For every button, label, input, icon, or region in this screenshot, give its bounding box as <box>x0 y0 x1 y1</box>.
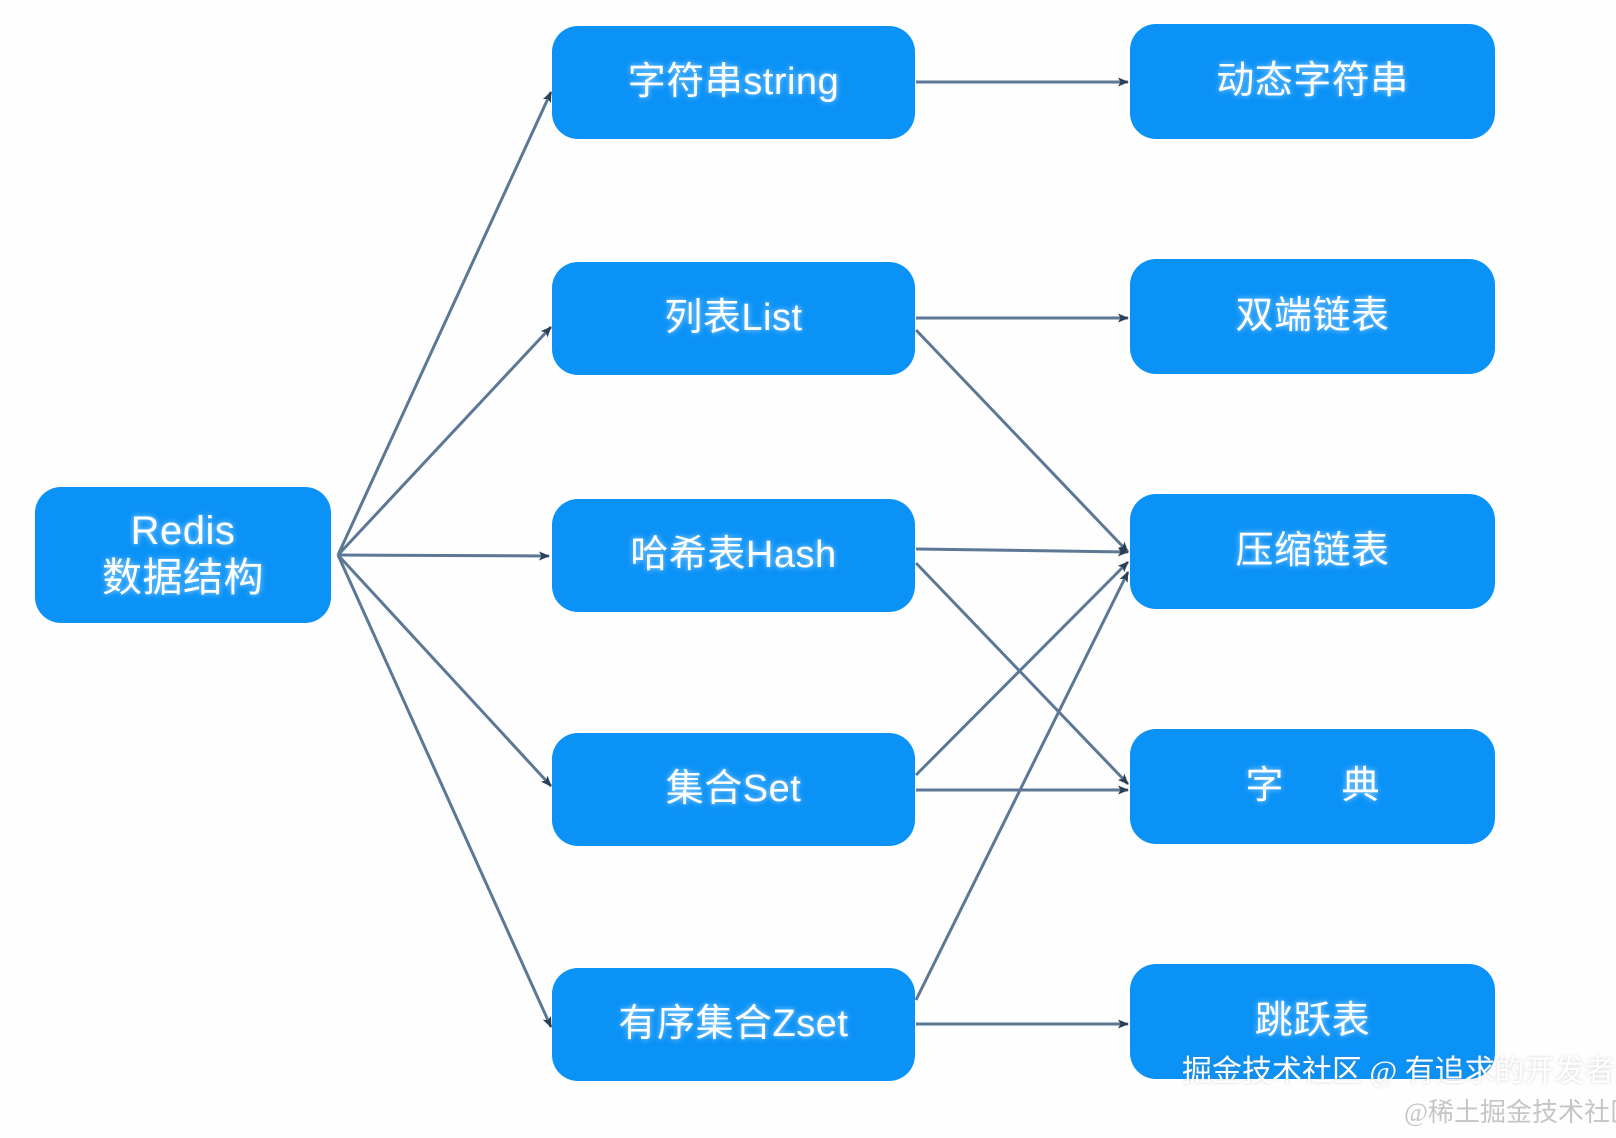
edge-set-to-ziplist <box>914 560 1130 777</box>
node-redis-root[interactable]: Redis 数据结构 <box>35 487 331 623</box>
edge-list-to-ziplist <box>914 328 1130 554</box>
edge-zset-to-ziplist <box>914 571 1130 1001</box>
node-type-hash[interactable]: 哈希表Hash <box>552 499 915 612</box>
node-encoding-skiplist[interactable]: 跳跃表 <box>1130 964 1495 1079</box>
node-encoding-dict[interactable]: 字典 <box>1130 729 1495 844</box>
node-encoding-sds-label: 动态字符串 <box>1216 60 1409 103</box>
node-encoding-ziplist-label: 压缩链表 <box>1235 530 1390 573</box>
edge-root-to-string <box>336 91 553 556</box>
node-redis-root-label: Redis 数据结构 <box>102 508 264 600</box>
node-type-hash-label: 哈希表Hash <box>630 534 837 577</box>
node-type-set-label: 集合Set <box>665 768 802 811</box>
node-encoding-sds[interactable]: 动态字符串 <box>1130 24 1495 139</box>
edge-hash-to-ziplist <box>915 547 1129 557</box>
node-type-zset-label: 有序集合Zset <box>618 1003 849 1046</box>
edge-root-to-list <box>336 325 553 557</box>
watermark-main: 掘金技术社区 @ 有追求的开发者 <box>1182 1055 1615 1088</box>
node-type-set[interactable]: 集合Set <box>552 733 915 846</box>
node-type-string-label: 字符串string <box>627 61 840 104</box>
node-encoding-linklist-label: 双端链表 <box>1235 295 1390 338</box>
node-encoding-linklist[interactable]: 双端链表 <box>1130 259 1495 374</box>
node-encoding-dict-label: 字典 <box>1245 765 1438 808</box>
node-encoding-skiplist-label: 跳跃表 <box>1254 1000 1371 1043</box>
node-encoding-ziplist[interactable]: 压缩链表 <box>1130 494 1495 609</box>
node-type-list-label: 列表List <box>664 297 803 340</box>
edge-hash-to-dict <box>914 561 1130 786</box>
edge-root-to-hash <box>337 551 550 561</box>
node-type-string[interactable]: 字符串string <box>552 26 915 139</box>
edge-root-to-zset <box>336 554 553 1028</box>
node-type-list[interactable]: 列表List <box>552 262 915 375</box>
node-type-zset[interactable]: 有序集合Zset <box>552 968 915 1081</box>
edge-root-to-set <box>336 553 553 788</box>
watermark-sub: @稀土掘金技术社区 <box>1404 1098 1616 1127</box>
